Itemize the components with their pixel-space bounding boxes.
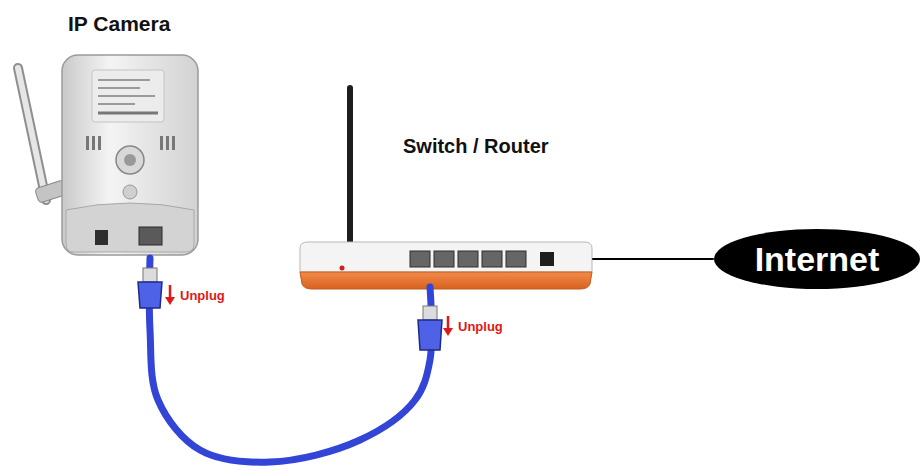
sticker-line	[98, 95, 155, 97]
antenna-outline	[18, 68, 46, 200]
internet-link	[593, 258, 713, 260]
mount-hole	[124, 154, 136, 166]
cloud-label: Internet	[713, 228, 921, 290]
internet-cloud	[714, 229, 920, 289]
power-jack	[95, 230, 108, 245]
device-title: Switch / Router	[403, 135, 593, 158]
rj45-plug	[418, 320, 442, 350]
unplug-arrowhead	[165, 297, 175, 305]
device-title: IP Camera	[68, 12, 205, 36]
router-node: Switch / Router	[298, 130, 593, 287]
router-antenna	[347, 88, 353, 246]
router-port	[434, 251, 454, 267]
router-led	[340, 266, 345, 271]
camera-antenna	[18, 68, 46, 200]
vent-slot	[172, 136, 175, 150]
camera-bottom-panel	[66, 203, 194, 252]
plug-tip	[143, 268, 157, 282]
sticker-line	[98, 103, 135, 105]
unplug-arrow	[447, 316, 450, 329]
vent-slot	[92, 136, 95, 150]
router-top	[300, 242, 592, 272]
rj45-plug	[138, 282, 162, 308]
sticker-line	[98, 87, 140, 89]
camera-body	[62, 55, 198, 255]
vent-slot	[98, 136, 101, 150]
vent-slot	[86, 136, 89, 150]
unplug-arrowhead	[443, 328, 453, 336]
camera-sticker	[92, 70, 164, 122]
vent-slot	[166, 136, 169, 150]
router-base	[300, 272, 592, 289]
router-ports	[410, 251, 526, 267]
unplug-note: Unplug	[458, 319, 503, 334]
router-port	[410, 251, 430, 267]
vent-slot	[160, 136, 163, 150]
unplug-arrow	[169, 285, 172, 298]
router-port	[506, 251, 526, 267]
router-power-jack	[540, 252, 554, 266]
speaker	[123, 185, 137, 199]
sticker-line	[98, 112, 158, 115]
camera-node: IP Camera	[55, 8, 205, 258]
internet-ellipse: Internet	[713, 228, 921, 290]
ethernet-cable	[149, 258, 431, 462]
plug-tip	[423, 306, 437, 320]
mount-ring	[116, 146, 144, 174]
router-port	[482, 251, 502, 267]
router-port	[458, 251, 478, 267]
unplug-note: Unplug	[180, 288, 225, 303]
sticker-line	[98, 79, 150, 81]
ethernet-port	[139, 227, 162, 245]
